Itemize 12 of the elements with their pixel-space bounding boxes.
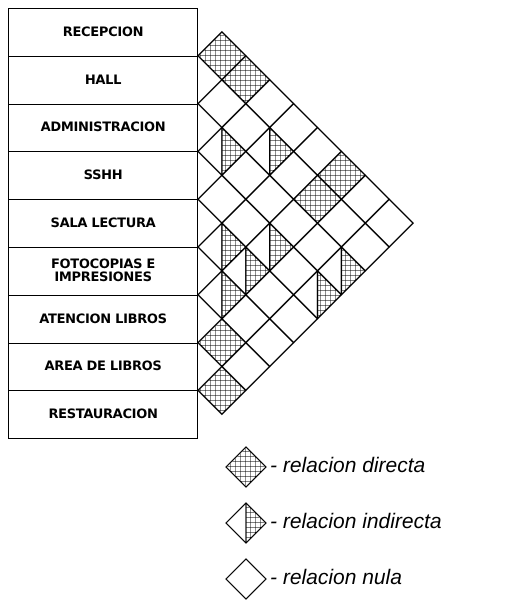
label-box: FOTOCOPIAS E IMPRESIONES	[8, 247, 198, 296]
label-box: RESTAURACION	[8, 390, 198, 440]
label-box: SALA LECTURA	[8, 199, 198, 248]
label-box: RECEPCION	[8, 8, 198, 57]
legend-text: - relacion directa	[270, 454, 426, 478]
legend-text: - relacion indirecta	[270, 510, 442, 534]
label-box: ADMINISTRACION	[8, 104, 198, 152]
label-box: ATENCION LIBROS	[8, 294, 198, 344]
legend-text: - relacion nula	[270, 566, 402, 590]
label-box: HALL	[8, 56, 198, 105]
label-box: AREA DE LIBROS	[8, 342, 198, 392]
label-box: SSHH	[8, 151, 198, 200]
